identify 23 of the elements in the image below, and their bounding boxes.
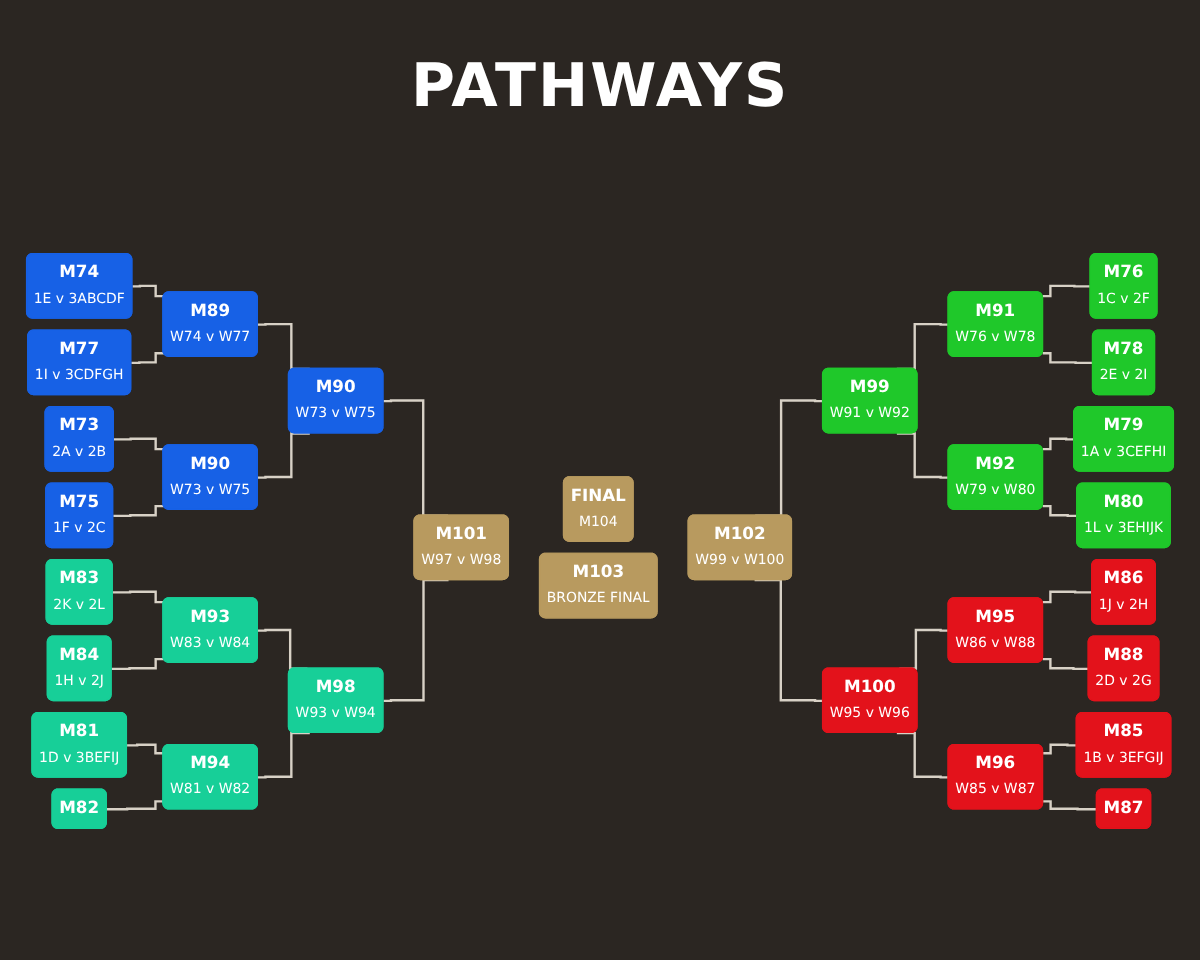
connector — [896, 432, 949, 479]
title: PATHWAYS — [410, 52, 790, 122]
connector — [754, 578, 824, 703]
connector — [1042, 284, 1091, 298]
connector — [1042, 352, 1094, 365]
connector — [127, 743, 164, 755]
connector — [1043, 800, 1097, 811]
connector — [257, 432, 310, 479]
connector — [1042, 657, 1089, 671]
connector — [1042, 437, 1075, 451]
connector — [113, 504, 164, 518]
connector — [383, 578, 449, 703]
connector — [896, 731, 949, 779]
connector — [111, 657, 164, 671]
connector — [1042, 504, 1078, 518]
connector — [1042, 590, 1093, 604]
connector — [112, 590, 164, 604]
connector — [113, 437, 164, 451]
connector — [132, 284, 164, 298]
connector — [131, 352, 164, 365]
connector — [257, 731, 310, 779]
connector — [1043, 743, 1077, 755]
connector — [106, 800, 164, 811]
